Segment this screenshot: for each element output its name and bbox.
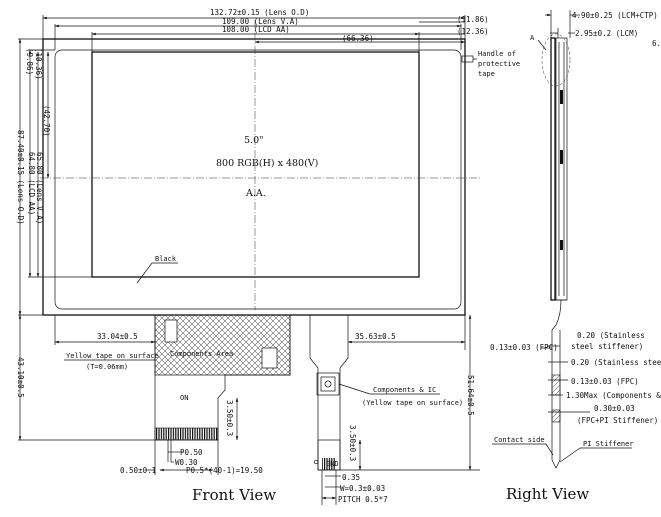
- components-area-label: Components Area: [170, 350, 233, 358]
- dim-pitch-w: W0.30: [175, 458, 198, 467]
- detail-a-label: A: [530, 34, 535, 42]
- dim-lens-va-width: 109.00 (Lens V.A): [222, 17, 299, 26]
- tape-handle-line-3: tape: [478, 70, 495, 78]
- dim-fpc-left: 33.04±0.5: [97, 332, 138, 341]
- fpc-contacts: [154, 427, 219, 441]
- dim-total-right: 51.64±0.5: [466, 375, 475, 416]
- stainless-2-label: 0.20 (Stainless steel,G: [571, 358, 661, 367]
- fpc-stiffener: [164, 319, 178, 343]
- right-view-title: Right View: [506, 485, 589, 503]
- yellow-tape-label: Yellow tape on surface: [66, 352, 159, 360]
- yellow-tape-thickness: (T=0.06mm): [86, 363, 128, 371]
- dim-total-left: 43.10±0.5: [16, 357, 25, 398]
- front-view-title: Front View: [192, 486, 276, 504]
- stainless-1-line-2: steel stiffener): [571, 342, 643, 351]
- dim-fpc-013: 0.13±0.03 (FPC): [490, 343, 558, 352]
- dim-pitch-p: P0.50: [180, 448, 203, 457]
- dim-fpc-013b: 0.13±0.03 (FPC): [571, 377, 639, 386]
- gnd-label: GND: [326, 460, 339, 468]
- active-area-label: A.A.: [245, 188, 266, 199]
- dim-tape-offset: (66.36): [342, 34, 374, 43]
- dim-lens-od-height: 87.40±0.15 (Lens O.D): [16, 130, 25, 225]
- dim-ctp-035: 0.35: [342, 473, 360, 482]
- dim-stiffener-main: 3.50±0.3: [225, 400, 234, 436]
- components-ic-label: Components & IC: [373, 386, 436, 394]
- components-ic-sublabel: (Yellow tape on surface): [362, 399, 463, 407]
- fpc-pi-line-1: 0.30±0.03: [594, 404, 635, 413]
- dim-fpc-right: 35.63±0.5: [355, 332, 396, 341]
- dim-lens-od-width: 132.72±0.15 (Lens O.D): [210, 8, 309, 17]
- detail-a-callout: [541, 33, 571, 87]
- dim-left-offset-2: (10.36): [34, 48, 43, 80]
- ctp-contacts: [322, 458, 336, 470]
- dim-pitch-main: P0.5*(40-1)=19.50: [186, 466, 263, 475]
- dim-right-offset-2: (12.36): [457, 27, 489, 36]
- edge-6-label: 6.: [652, 39, 661, 48]
- display-resolution: 800 RGB(H) x 480(V): [216, 158, 318, 169]
- ctp-fpc: [309, 315, 349, 471]
- tape-handle-line-1: Handle of: [478, 50, 516, 58]
- dim-left-offset-1: (9.86): [25, 48, 34, 75]
- dim-right-offset-1: (11.86): [457, 15, 489, 24]
- active-area: [91, 51, 420, 278]
- dim-lcd-aa-width: 108.00 (LCD AA): [222, 25, 290, 34]
- protective-tape-handle: [461, 55, 474, 63]
- fpc-component: [261, 347, 278, 369]
- dim-ctp-width: W=0.3±0.03: [340, 484, 385, 493]
- dim-ctp-pitch: PITCH 0.5*7: [338, 495, 388, 504]
- contact-side-label: Contact side: [494, 436, 545, 444]
- lens-outline: [42, 38, 466, 316]
- dim-lcm-ctp: 4.90±0.25 (LCM+CTP): [572, 11, 658, 20]
- dim-lcd-aa-height: 64.80 (LCD AA): [27, 152, 36, 215]
- right-view: A 6. 4.90±0.25 (LCM+CTP) 2.95±0.2 (LCM) …: [490, 10, 661, 503]
- ctp-ic-inner: [320, 376, 336, 392]
- dim-edge: 0.50±0.1: [120, 466, 156, 475]
- comp-max-label: 1.30Max (Components &: [566, 391, 661, 400]
- dim-stiffener-ctp: 3.50±0.3: [348, 425, 357, 461]
- fpc-pi-line-2: (FPC+PI Stiffener): [577, 416, 658, 425]
- pi-stiffener-label: PI Stiffener: [583, 440, 634, 448]
- dim-half-height: (42.70): [42, 105, 51, 137]
- front-view: 132.72±0.15 (Lens O.D) 109.00 (Lens V.A)…: [16, 8, 520, 505]
- dim-lens-va-height: 65.80 (Lens V.A): [35, 152, 44, 224]
- black-label: Black: [155, 255, 177, 263]
- dim-lcm: 2.95±0.2 (LCM): [575, 29, 638, 38]
- ctp-ic: [316, 372, 340, 396]
- side-lens: [550, 37, 556, 301]
- tape-handle-line-2: protective: [478, 60, 520, 68]
- display-size: 5.0": [244, 135, 263, 146]
- lens-inner-outline: [54, 49, 462, 310]
- fpc-mark-label: ON: [180, 394, 188, 402]
- stainless-1-line-1: 0.20 (Stainless: [577, 331, 645, 340]
- side-lcm: [555, 37, 568, 301]
